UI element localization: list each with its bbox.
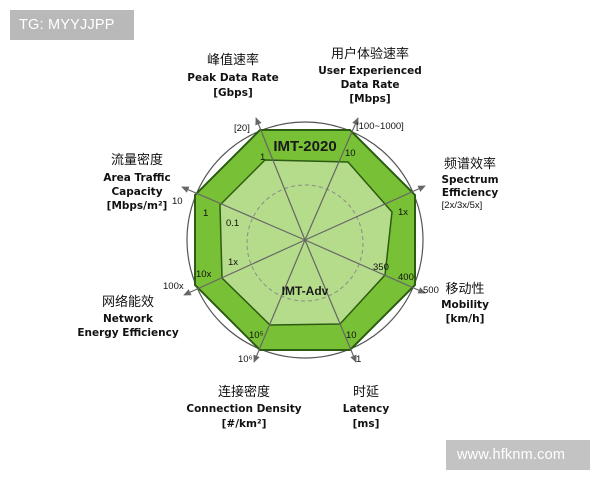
tick-traffic-0-1: 0.1 (226, 218, 239, 229)
spectrum-efficiency-en-1: Spectrum (441, 174, 498, 186)
user-data-rate-cn: 用户体验速率 (331, 46, 409, 62)
area-traffic-en-2: Capacity (111, 186, 162, 198)
axis-label-user-data-rate: 用户体验速率 User Experienced Data Rate [Mbps] (318, 46, 422, 105)
energy-efficiency-en-2: Energy Efficiency (77, 327, 178, 339)
tick-peak-20: [20] (234, 123, 250, 134)
tick-energy-1x: 1x (228, 257, 238, 268)
imt-adv-label: IMT-Adv (282, 284, 329, 298)
spectrum-efficiency-en-2: Efficiency (442, 187, 499, 199)
area-traffic-unit: [Mbps/m²] (107, 200, 168, 212)
axis-label-area-traffic: 流量密度 Area Traffic Capacity [Mbps/m²] (103, 152, 170, 212)
watermark-bottom-right: www.hfknm.com (446, 440, 590, 470)
tick-peak-1: 1 (260, 152, 265, 163)
area-traffic-en-1: Area Traffic (103, 172, 170, 184)
peak-data-rate-cn: 峰值速率 (207, 52, 259, 68)
watermark-top-left: TG: MYYJJPP (10, 10, 134, 40)
tick-density-10-6: 10⁶ (238, 354, 253, 365)
tick-energy-10x: 10x (196, 269, 212, 280)
peak-data-rate-en: Peak Data Rate (187, 72, 278, 84)
axis-area-traffic (181, 186, 306, 241)
tick-energy-100x: 100x (163, 281, 184, 292)
tick-mobility-350: 350 (373, 262, 389, 273)
dashed-circle (246, 184, 364, 302)
connection-density-en: Connection Density (186, 403, 301, 415)
tick-user-100-1000: [100~1000] (356, 121, 404, 132)
tick-latency-1: 1 (356, 354, 361, 365)
axis-user-data-rate (304, 117, 359, 241)
tick-user-10: 10 (345, 148, 356, 159)
latency-en: Latency (343, 403, 390, 415)
user-data-rate-en-1: User Experienced (318, 65, 422, 77)
tick-spectrum-1x: 1x (398, 207, 408, 218)
tick-latency-10: 10 (346, 330, 357, 341)
axis-spectrum-efficiency (304, 185, 426, 241)
axis-connection-density (253, 239, 306, 363)
outer-circle (186, 121, 424, 359)
axis-mobility (304, 239, 426, 294)
axis-energy-efficiency (183, 239, 306, 296)
tick-density-10-5: 10⁵ (249, 330, 264, 341)
tick-traffic-10: 10 (172, 196, 183, 207)
axis-label-latency: 时延 Latency [ms] (343, 385, 390, 430)
axis-peak-data-rate (255, 117, 306, 241)
energy-efficiency-cn: 网络能效 (102, 294, 154, 310)
latency-cn: 时延 (353, 385, 379, 400)
axis-label-peak-data-rate: 峰值速率 Peak Data Rate [Gbps] (187, 52, 278, 99)
user-data-rate-unit: [Mbps] (349, 93, 390, 105)
connection-density-unit: [#/km²] (222, 418, 267, 430)
spectrum-efficiency-unit: [2x/3x/5x] (442, 200, 483, 211)
energy-efficiency-en-1: Network (103, 313, 154, 325)
axis-label-connection-density: 连接密度 Connection Density [#/km²] (186, 384, 301, 430)
spectrum-efficiency-cn: 频谱效率 (444, 156, 496, 172)
tick-labels: [20] 1 [100~1000] 10 1x 500 400 350 1 10… (163, 121, 439, 365)
mobility-en: Mobility (441, 299, 489, 311)
axis-label-energy-efficiency: 网络能效 Network Energy Efficiency (77, 294, 178, 339)
axis-latency (304, 239, 357, 363)
user-data-rate-en-2: Data Rate (341, 79, 400, 91)
axes (181, 117, 426, 363)
tick-mobility-400: 400 (398, 272, 414, 283)
mobility-unit: [km/h] (446, 313, 485, 325)
axis-label-mobility: 移动性 Mobility [km/h] (441, 282, 489, 325)
mobility-cn: 移动性 (445, 282, 484, 297)
tick-traffic-1: 1 (203, 208, 208, 219)
latency-unit: [ms] (353, 418, 380, 430)
axis-label-spectrum-efficiency: 频谱效率 Spectrum Efficiency [2x/3x/5x] (441, 156, 498, 211)
connection-density-cn: 连接密度 (218, 384, 270, 400)
imt-2020-label: IMT-2020 (273, 138, 336, 155)
area-traffic-cn: 流量密度 (111, 152, 163, 168)
peak-data-rate-unit: [Gbps] (213, 87, 253, 99)
tick-mobility-500: 500 (423, 285, 439, 296)
